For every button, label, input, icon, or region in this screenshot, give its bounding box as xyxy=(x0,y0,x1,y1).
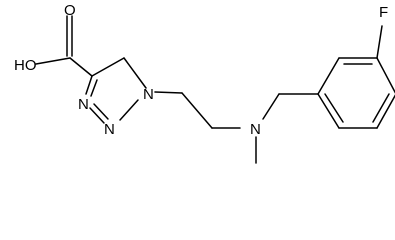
bond-ring-4 xyxy=(376,94,395,129)
atom-triazole-n1: N xyxy=(143,86,154,103)
bond-ring-inner-2 xyxy=(372,93,390,123)
atom-triazole-n3: N xyxy=(78,96,89,113)
bond-ch2-ch2 xyxy=(181,92,213,129)
molecule-structure: HO O N N N N F xyxy=(14,2,395,164)
atom-labels: HO O N N N N F xyxy=(14,2,388,138)
bond-ring-inner-3 xyxy=(324,93,344,123)
bond-n2-n3-2 xyxy=(93,103,109,120)
bond-n1-n2 xyxy=(119,99,139,121)
bond-n3-c4-1 xyxy=(85,75,93,95)
atom-fluorine: F xyxy=(379,4,388,21)
bond-n2-n3-1 xyxy=(89,107,105,124)
bond-c-oh xyxy=(35,57,71,65)
bond-c5-n1 xyxy=(123,57,147,89)
atom-carbonyl-oxygen: O xyxy=(64,2,76,19)
bond-ring-6 xyxy=(317,93,340,129)
atom-amine-nitrogen: N xyxy=(250,121,261,138)
bond-ring-3 xyxy=(376,57,395,94)
atom-triazole-n2: N xyxy=(104,121,115,138)
atom-hydroxyl: HO xyxy=(14,57,37,74)
bonds xyxy=(35,15,395,164)
bond-n3-c4-2 xyxy=(90,79,98,97)
bond-n1-ch2 xyxy=(154,91,183,94)
bond-n-ch2 xyxy=(262,93,280,120)
bond-c4-c5 xyxy=(91,57,125,77)
bond-ring-1 xyxy=(317,57,340,95)
bond-acid-ring xyxy=(69,57,93,77)
bond-c-f xyxy=(376,25,383,59)
